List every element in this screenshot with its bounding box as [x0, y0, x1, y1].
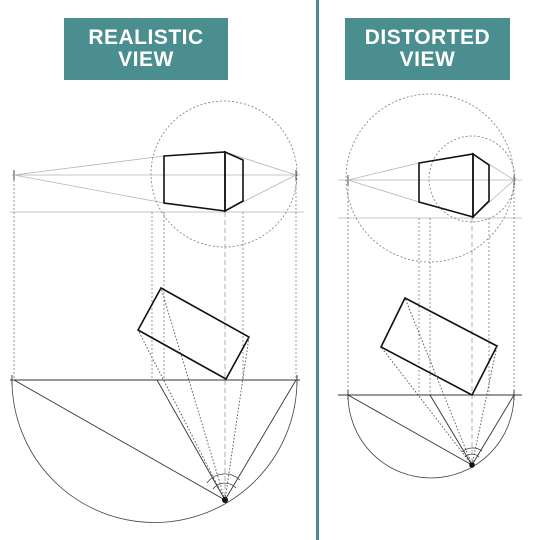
- box-side-face: [224, 150, 244, 213]
- sight-line: [404, 297, 473, 466]
- convergence-line: [224, 151, 297, 176]
- realistic-view-diagram: [10, 100, 304, 523]
- station-line: [429, 394, 473, 466]
- station-line: [156, 379, 226, 501]
- distorted-title-line2: VIEW: [399, 48, 456, 71]
- sight-line: [471, 345, 498, 466]
- realistic-title-line2: VIEW: [118, 48, 174, 71]
- cone-of-vision-circle-small: [428, 135, 516, 223]
- station-semicircle: [347, 394, 515, 479]
- angle-arc: [212, 482, 237, 490]
- station-point: [222, 497, 228, 503]
- distorted-view-title: DISTORTED VIEW: [345, 18, 510, 80]
- convergence-line: [347, 162, 420, 181]
- station-line: [224, 379, 297, 501]
- sight-line: [137, 329, 226, 501]
- realistic-title-line1: REALISTIC: [88, 26, 204, 49]
- convergence-line: [13, 174, 165, 204]
- angle-arc: [464, 453, 480, 458]
- panel-divider: [316, 0, 319, 540]
- convergence-line: [347, 179, 420, 203]
- station-line: [13, 379, 226, 501]
- box-front-face: [163, 151, 226, 212]
- cone-of-vision-circle: [150, 100, 298, 248]
- sight-line: [160, 287, 226, 501]
- realistic-view-title: REALISTIC VIEW: [64, 18, 228, 80]
- plan-view-box: [379, 296, 499, 397]
- plan-view-box: [136, 286, 251, 381]
- station-line: [347, 394, 473, 466]
- box-front-face: [418, 153, 474, 219]
- station-point: [469, 462, 475, 468]
- sight-line: [224, 336, 250, 501]
- station-line: [471, 394, 515, 466]
- angle-arc: [461, 447, 483, 453]
- distorted-title-line1: DISTORTED: [364, 26, 491, 49]
- cone-of-vision-circle-large: [345, 93, 515, 263]
- box-side-face: [472, 152, 490, 219]
- sight-line: [380, 346, 473, 466]
- distorted-view-diagram: [338, 93, 522, 479]
- station-semicircle: [11, 379, 298, 523]
- angle-arc: [206, 473, 241, 484]
- convergence-line: [13, 155, 165, 176]
